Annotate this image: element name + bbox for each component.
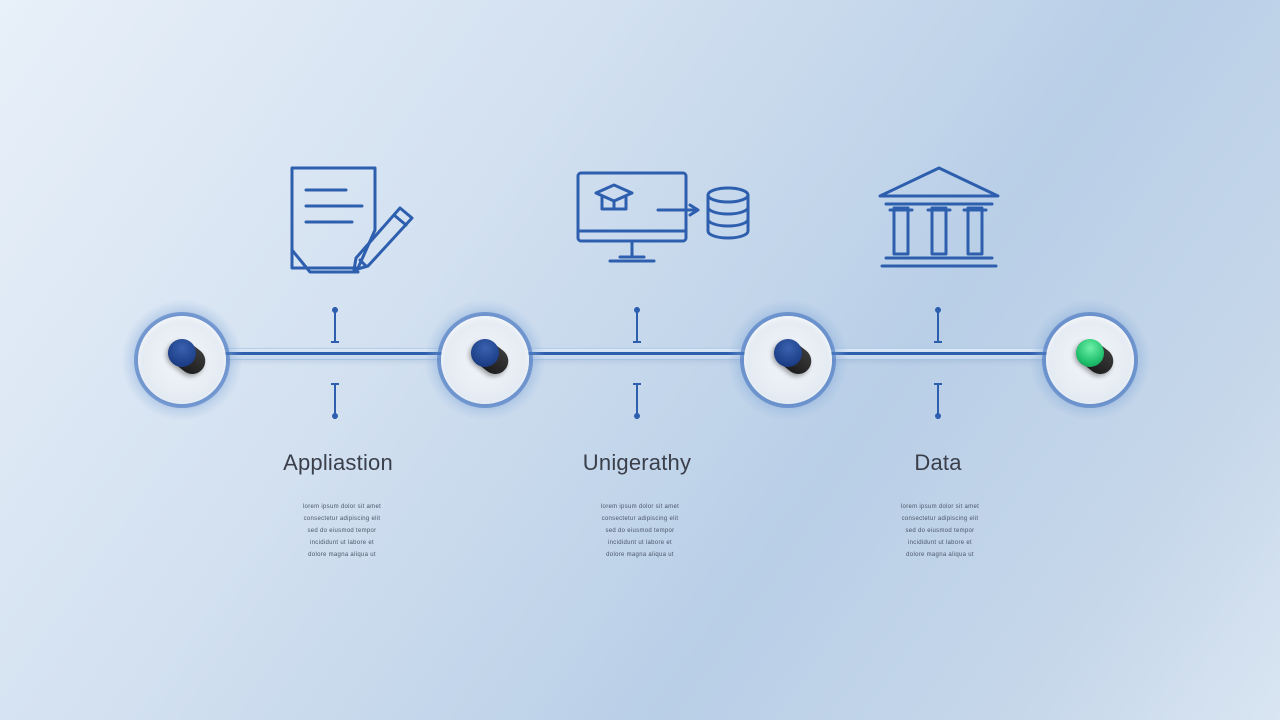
connector-bottom-3 — [934, 383, 942, 419]
node-ring — [1046, 316, 1134, 404]
connector-bottom-2 — [633, 383, 641, 419]
toggle-knob — [465, 333, 514, 380]
step-label-1: Appliastion — [283, 450, 393, 475]
description-line: incididunt ut labore et — [608, 540, 672, 546]
timeline-node-1[interactable] — [122, 300, 242, 420]
description-line: dolore magna aliqua ut — [606, 552, 674, 558]
description-line: dolore magna aliqua ut — [906, 552, 974, 558]
description-line: incididunt ut labore et — [908, 540, 972, 546]
node-ring — [744, 316, 832, 404]
description-line: incididunt ut labore et — [310, 540, 374, 546]
monitor-database-icon — [572, 165, 757, 270]
timeline-node-4[interactable] — [1030, 300, 1150, 420]
toggle-knob — [768, 333, 817, 380]
timeline-node-3[interactable] — [728, 300, 848, 420]
timeline-track — [180, 348, 1090, 360]
description-line: lorem ipsum dolor sit amet — [900, 504, 980, 510]
connector-bottom-1 — [331, 383, 339, 419]
description-line: sed do eiusmod tempor — [905, 528, 975, 534]
step-label-2: Unigerathy — [582, 450, 692, 475]
step-description-2: lorem ipsum dolor sit amet consectetur a… — [560, 503, 720, 559]
description-line: lorem ipsum dolor sit amet — [600, 504, 680, 510]
connector-top-2 — [633, 307, 641, 343]
toggle-knob — [162, 333, 211, 380]
timeline-node-2[interactable] — [425, 300, 545, 420]
knob-head-active — [1070, 333, 1110, 373]
toggle-knob — [1070, 333, 1119, 380]
institution-building-icon — [872, 160, 1007, 275]
step-description-1: lorem ipsum dolor sit amet consectetur a… — [262, 503, 422, 559]
knob-head — [465, 333, 505, 373]
description-line: consectetur adipiscing elit — [601, 516, 679, 522]
document-pencil-icon — [280, 160, 425, 280]
step-label-3: Data — [914, 450, 962, 475]
knob-head — [162, 333, 202, 373]
description-line: consectetur adipiscing elit — [901, 516, 979, 522]
connector-top-3 — [934, 307, 942, 343]
knob-head — [768, 333, 808, 373]
description-line: sed do eiusmod tempor — [605, 528, 675, 534]
node-ring — [441, 316, 529, 404]
description-line: sed do eiusmod tempor — [307, 528, 377, 534]
step-description-3: lorem ipsum dolor sit amet consectetur a… — [860, 503, 1020, 559]
description-line: consectetur adipiscing elit — [303, 516, 381, 522]
timeline-line — [184, 352, 1086, 355]
description-line: dolore magna aliqua ut — [308, 552, 376, 558]
connector-top-1 — [331, 307, 339, 343]
description-line: lorem ipsum dolor sit amet — [302, 504, 382, 510]
node-ring — [138, 316, 226, 404]
